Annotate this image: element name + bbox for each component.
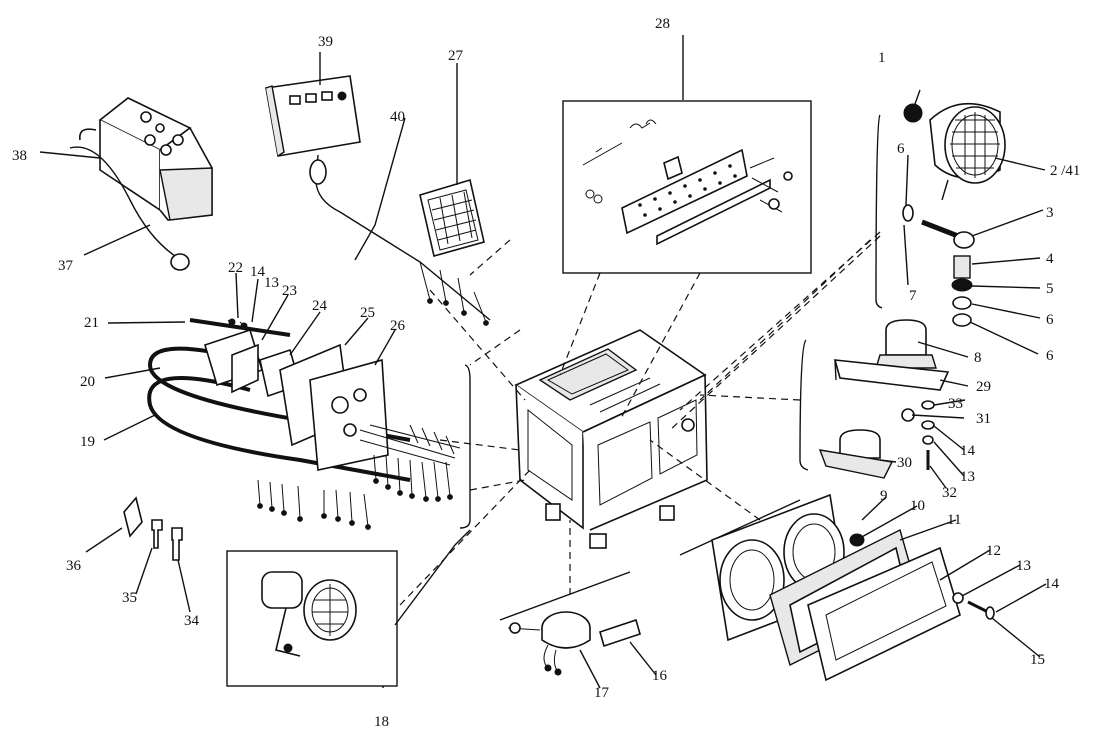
callout-20: 20 (80, 374, 95, 390)
callout-24: 24 (312, 298, 328, 314)
callout-numbers: 1 2 /41 3 4 5 6 6 6 7 8 29 33 31 14 13 3… (12, 16, 1080, 730)
wiring-harness (147, 318, 471, 530)
callout-35: 35 (122, 590, 137, 606)
callout-9: 9 (880, 488, 888, 504)
callout-5: 5 (1046, 281, 1054, 297)
callout-33: 33 (948, 396, 963, 412)
callout-37: 37 (58, 258, 74, 274)
callout-14: 14 (960, 443, 976, 459)
callout-18: 18 (374, 714, 389, 730)
switch-control-box (69, 97, 213, 271)
beeper-assembly (499, 571, 641, 676)
callout-7: 7 (909, 288, 917, 304)
work-lamp-27 (419, 178, 485, 257)
callout-39: 39 (318, 34, 333, 50)
callout-25: 25 (360, 305, 375, 321)
callout-30: 30 (897, 455, 912, 471)
callout-2-41: 2 /41 (1050, 163, 1080, 179)
callout-1: 1 (878, 50, 886, 66)
callout-14: 14 (1044, 576, 1060, 592)
callout-8: 8 (974, 350, 982, 366)
callout-6: 6 (897, 141, 905, 157)
detail-box-28 (562, 100, 812, 274)
callout-26: 26 (390, 318, 406, 334)
callout-19: 19 (80, 434, 95, 450)
callout-17: 17 (594, 685, 610, 701)
work-lamp-assembly (875, 102, 1006, 327)
terminal-connectors (123, 496, 183, 561)
callout-13: 13 (960, 469, 975, 485)
callout-21: 21 (84, 315, 99, 331)
callout-16: 16 (652, 668, 668, 684)
callout-10: 10 (910, 498, 925, 514)
beacon-lamp-assembly (799, 319, 950, 479)
callout-4: 4 (1046, 251, 1054, 267)
callout-38: 38 (12, 148, 27, 164)
callout-36: 36 (66, 558, 82, 574)
callout-6: 6 (1046, 348, 1054, 364)
callout-34: 34 (184, 613, 200, 629)
callout-22: 22 (228, 260, 243, 276)
callout-31: 31 (976, 411, 991, 427)
cab-body (514, 329, 708, 549)
callout-15: 15 (1030, 652, 1045, 668)
callout-29: 29 (976, 379, 991, 395)
callout-6: 6 (1046, 312, 1054, 328)
leader-lines (39, 35, 1047, 689)
callout-27: 27 (448, 48, 464, 64)
callout-40: 40 (390, 109, 405, 125)
callout-28: 28 (655, 16, 670, 32)
callout-13: 13 (1016, 558, 1031, 574)
callout-13: 13 (264, 275, 279, 291)
callout-23: 23 (282, 283, 297, 299)
callout-32: 32 (942, 485, 957, 501)
callout-3: 3 (1046, 205, 1054, 221)
switch-panel (265, 75, 491, 326)
callout-12: 12 (986, 543, 1001, 559)
callout-11: 11 (947, 512, 961, 528)
detail-box-18 (226, 550, 398, 687)
headlamp-assembly (679, 493, 995, 682)
callout-14: 14 (250, 264, 266, 280)
